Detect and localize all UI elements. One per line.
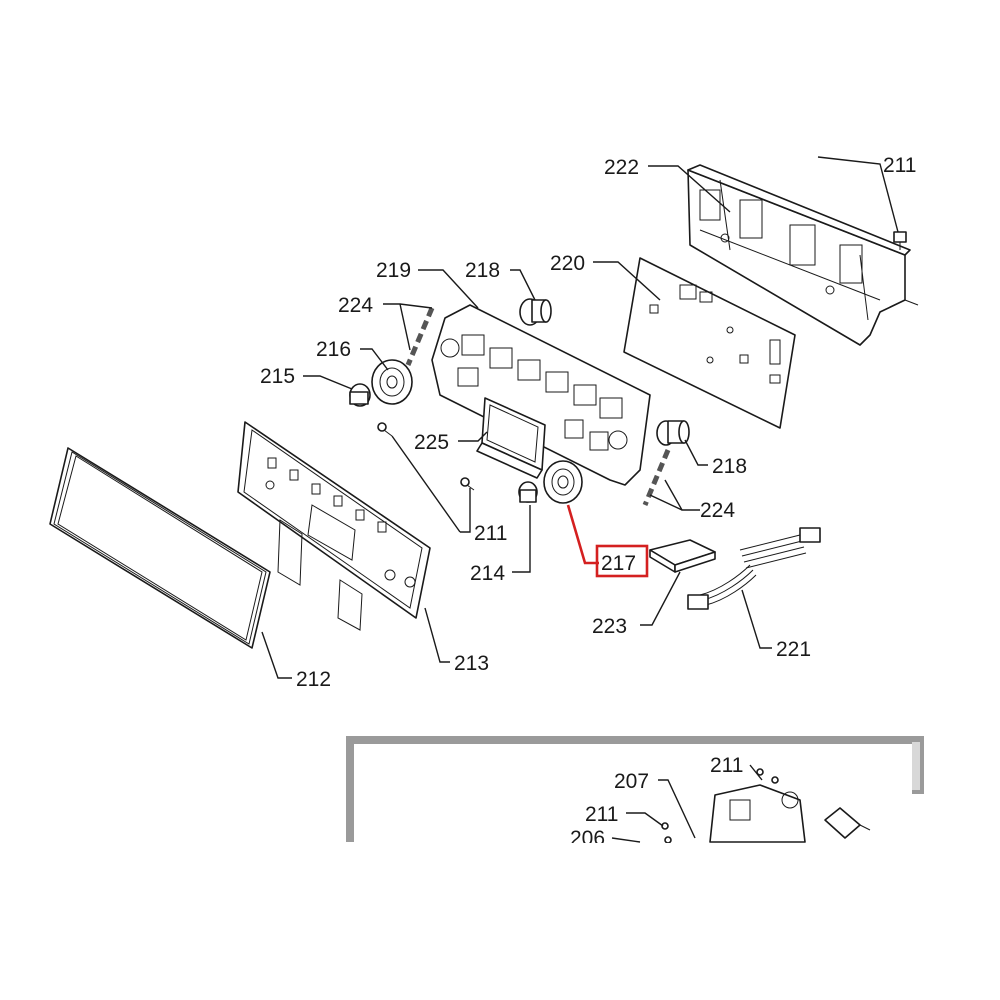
leader-lines [261,156,899,843]
label-211-inset-b: 211 [585,803,618,826]
label-211-mid: 211 [474,522,507,545]
label-220: 220 [550,252,585,275]
part-215-knob [349,383,371,407]
label-218-top: 218 [465,259,500,282]
part-212-glass-panel [49,447,271,649]
part-219-frame [431,304,651,486]
inset-valve-assembly [661,768,871,844]
label-207: 207 [614,770,649,793]
label-217: 217 [601,552,636,575]
part-213-control-panel [237,421,431,631]
part-216-knob-ring [371,359,413,405]
label-225: 225 [414,431,449,454]
label-224-right: 224 [700,499,735,522]
inset-frame [346,736,924,842]
label-219: 219 [376,259,411,282]
part-211-screw-top [893,231,907,250]
label-223: 223 [592,615,627,638]
label-215: 215 [260,365,295,388]
part-224-light-pipes [405,307,671,506]
part-222-bracket [687,164,919,346]
part-225-display [476,397,546,479]
label-218-right: 218 [712,455,747,478]
part-223-pad [649,539,716,573]
part-221-cables [687,527,821,610]
part-214-knob [518,481,538,503]
part-217-knob-ring [543,460,583,504]
part-211-screws-mid [377,422,475,491]
highlight-box-217 [595,544,649,578]
label-211-inset-a: 211 [710,754,743,777]
label-214: 214 [470,562,505,585]
label-212: 212 [296,668,331,691]
bottom-whitespace [0,843,1000,1000]
label-216: 216 [316,338,351,361]
label-222: 222 [604,156,639,179]
label-211-top: 211 [883,154,916,177]
label-213: 213 [454,652,489,675]
label-221: 221 [776,638,811,661]
part-218-right [656,420,690,446]
label-224-left: 224 [338,294,373,317]
part-220-circuit-board [623,257,796,429]
part-218-top [519,298,552,326]
